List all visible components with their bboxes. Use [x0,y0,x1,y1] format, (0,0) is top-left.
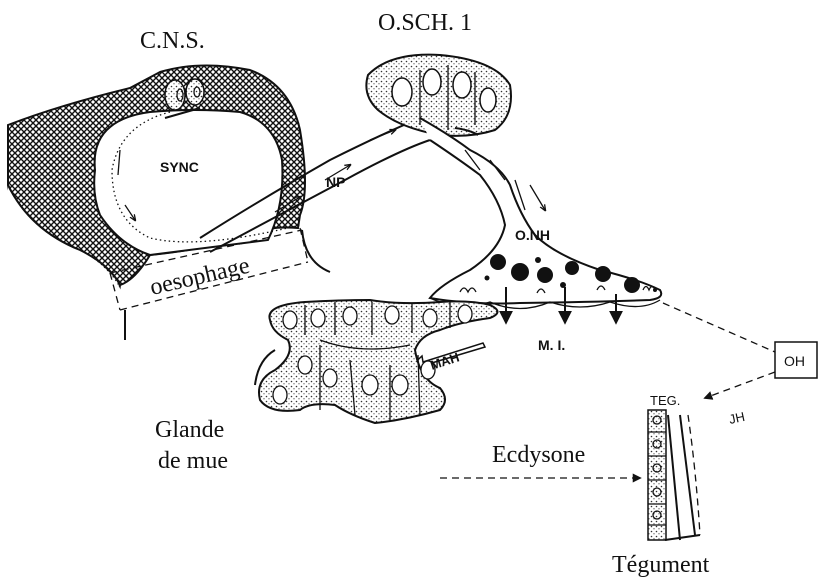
label-glande: Glande [155,417,224,443]
label-oesophage: oesophage [148,253,253,301]
label-sync: SYNC [160,159,199,175]
label-mah: MAH [428,349,461,372]
osch-cell-cluster [366,55,511,136]
label-tegument: Tégument [612,552,710,578]
label-de-mue: de mue [158,448,228,474]
label-teg: TEG. [650,393,680,408]
label-oh: OH [784,353,805,369]
label-cns: C.N.S. [140,28,205,54]
label-osch: O.SCH. 1 [378,10,472,36]
label-np: NP [326,174,345,190]
label-jh: JH [728,409,747,427]
label-onh: O.NH [515,227,550,243]
label-ecdysone: Ecdysone [492,442,585,468]
jh-dashed-arrow [705,372,775,398]
label-mi: M. I. [538,337,565,353]
neurohemal-organ [420,118,661,322]
glande-de-mue [255,300,498,423]
tegument [648,410,700,540]
onh-to-oh-dashed [663,303,775,352]
